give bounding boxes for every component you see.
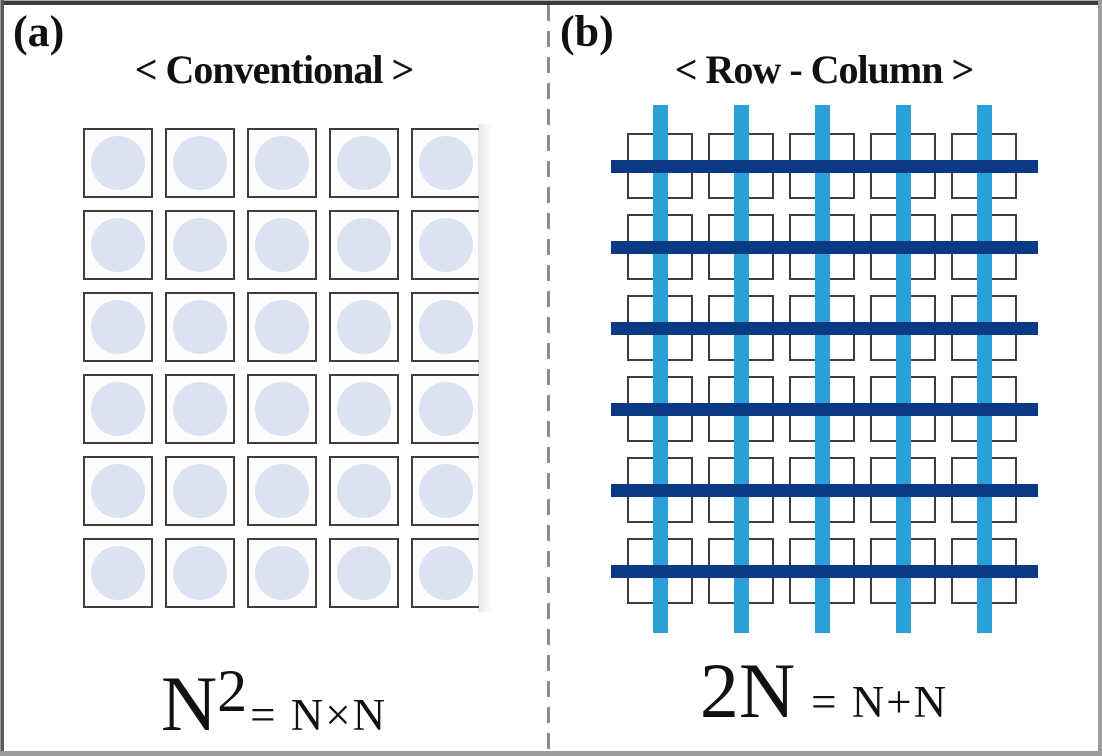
- element-circle: [91, 136, 145, 190]
- element-circle: [91, 382, 145, 436]
- formula-a-main: N: [160, 660, 218, 747]
- column-address-bar: [734, 105, 749, 633]
- element-circle: [419, 464, 473, 518]
- row-column-array-diagram: [611, 105, 1038, 633]
- array-element-square: [83, 456, 153, 526]
- panel-a-formula: N2= N×N: [64, 636, 484, 756]
- element-circle: [255, 382, 309, 436]
- element-circle: [91, 464, 145, 518]
- panel-a-label: (a): [13, 7, 65, 56]
- column-address-bar: [815, 105, 830, 633]
- array-element-square: [329, 538, 399, 608]
- array-element-square: [329, 292, 399, 362]
- column-address-bar: [896, 105, 911, 633]
- column-address-bar: [977, 105, 992, 633]
- array-element-square: [83, 374, 153, 444]
- row-address-bar: [611, 565, 1038, 578]
- element-circle: [419, 136, 473, 190]
- row-address-bar: [611, 160, 1038, 173]
- formula-b-expansion: = N+N: [811, 677, 949, 727]
- array-element-square: [83, 210, 153, 280]
- array-element-square: [411, 292, 479, 362]
- frame-border-left: [0, 0, 4, 756]
- element-circle: [255, 300, 309, 354]
- formula-a-superscript: 2: [217, 658, 248, 724]
- column-address-bar: [653, 105, 668, 633]
- element-circle: [91, 546, 145, 600]
- element-circle: [337, 218, 391, 272]
- array-element-square: [411, 210, 479, 280]
- row-address-bar: [611, 484, 1038, 497]
- element-circle: [255, 218, 309, 272]
- element-circle: [419, 546, 473, 600]
- frame-border-bottom: [0, 751, 1102, 756]
- array-element-square: [411, 128, 479, 198]
- element-circle: [91, 300, 145, 354]
- row-address-bar: [611, 241, 1038, 254]
- element-circle: [419, 300, 473, 354]
- element-circle: [337, 464, 391, 518]
- frame-border-right: [1098, 0, 1102, 756]
- element-circle: [173, 464, 227, 518]
- panel-b-formula: 2N = N+N: [614, 636, 1034, 756]
- conventional-array-grid: [83, 128, 479, 608]
- array-element-square: [165, 292, 235, 362]
- array-element-square: [247, 456, 317, 526]
- element-circle: [173, 382, 227, 436]
- array-element-square: [247, 128, 317, 198]
- element-circle: [173, 136, 227, 190]
- array-element-square: [247, 210, 317, 280]
- array-element-square: [165, 538, 235, 608]
- element-circle: [337, 382, 391, 436]
- array-element-square: [83, 292, 153, 362]
- row-address-bar: [611, 403, 1038, 416]
- element-circle: [337, 300, 391, 354]
- panel-b-title: < Row - Column >: [674, 47, 975, 92]
- element-circle: [337, 546, 391, 600]
- array-element-square: [247, 374, 317, 444]
- array-element-square: [329, 128, 399, 198]
- element-circle: [419, 382, 473, 436]
- array-element-square: [411, 538, 479, 608]
- row-address-bar: [611, 322, 1038, 335]
- element-circle: [173, 546, 227, 600]
- panel-b-label: (b): [560, 7, 614, 56]
- array-element-square: [83, 128, 153, 198]
- element-circle: [337, 136, 391, 190]
- element-circle: [173, 218, 227, 272]
- array-element-square: [329, 210, 399, 280]
- array-element-square: [165, 128, 235, 198]
- array-element-square: [329, 456, 399, 526]
- array-element-square: [165, 210, 235, 280]
- frame-border-top: [0, 0, 1102, 5]
- array-element-square: [411, 374, 479, 444]
- array-element-square: [329, 374, 399, 444]
- array-element-square: [165, 374, 235, 444]
- element-circle: [419, 218, 473, 272]
- array-element-square: [247, 292, 317, 362]
- element-circle: [255, 464, 309, 518]
- element-circle: [91, 218, 145, 272]
- formula-a-expansion: = N×N: [250, 690, 388, 740]
- grid-clip-fade: [478, 124, 492, 612]
- formula-b-main: 2N: [699, 647, 796, 734]
- array-element-square: [83, 538, 153, 608]
- panel-divider-dashed-line: [547, 5, 550, 751]
- panel-a-title: < Conventional >: [134, 47, 415, 92]
- element-circle: [255, 546, 309, 600]
- array-element-square: [411, 456, 479, 526]
- element-circle: [173, 300, 227, 354]
- element-circle: [255, 136, 309, 190]
- array-element-square: [247, 538, 317, 608]
- array-element-square: [165, 456, 235, 526]
